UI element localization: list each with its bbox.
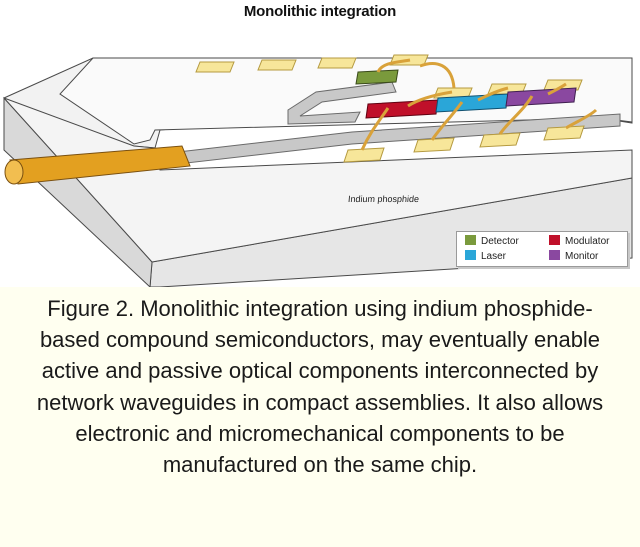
- figure-caption: Figure 2. Monolithic integration using i…: [0, 287, 640, 547]
- legend-swatch-modulator: [549, 235, 560, 245]
- detector-block: [355, 69, 399, 85]
- legend-label-monitor: Monitor: [565, 251, 599, 262]
- substrate-label: Indium phosphide: [347, 194, 420, 204]
- legend-label-modulator: Modulator: [565, 236, 610, 247]
- legend-swatch-laser: [465, 250, 476, 260]
- legend-swatch-detector: [465, 235, 476, 245]
- contact-pads-back: [195, 54, 583, 99]
- caption-text: Figure 2. Monolithic integration using i…: [36, 296, 604, 478]
- legend-item-modulator: Modulator: [549, 235, 609, 249]
- legend-item-monitor: Monitor: [549, 250, 598, 264]
- bond-wires: [360, 58, 598, 151]
- substrate-raised-platform: [59, 57, 633, 145]
- component-legend: Detector Modulator Laser Monitor: [456, 231, 628, 267]
- legend-label-detector: Detector: [481, 236, 519, 247]
- monitor-block: [505, 87, 577, 107]
- legend-swatch-monitor: [549, 250, 560, 260]
- legend-item-detector: Detector: [465, 235, 519, 249]
- legend-item-laser: Laser: [465, 250, 506, 264]
- waveguide-branch: [287, 81, 397, 125]
- substrate-top-lower: [3, 97, 633, 263]
- contact-pads-front: [343, 125, 585, 163]
- optical-fiber: [4, 145, 191, 185]
- legend-label-laser: Laser: [481, 251, 507, 262]
- figure-title: Monolithic integration: [243, 3, 397, 20]
- diagram-figure: Monolithic integration Indium phosphide …: [3, 3, 633, 287]
